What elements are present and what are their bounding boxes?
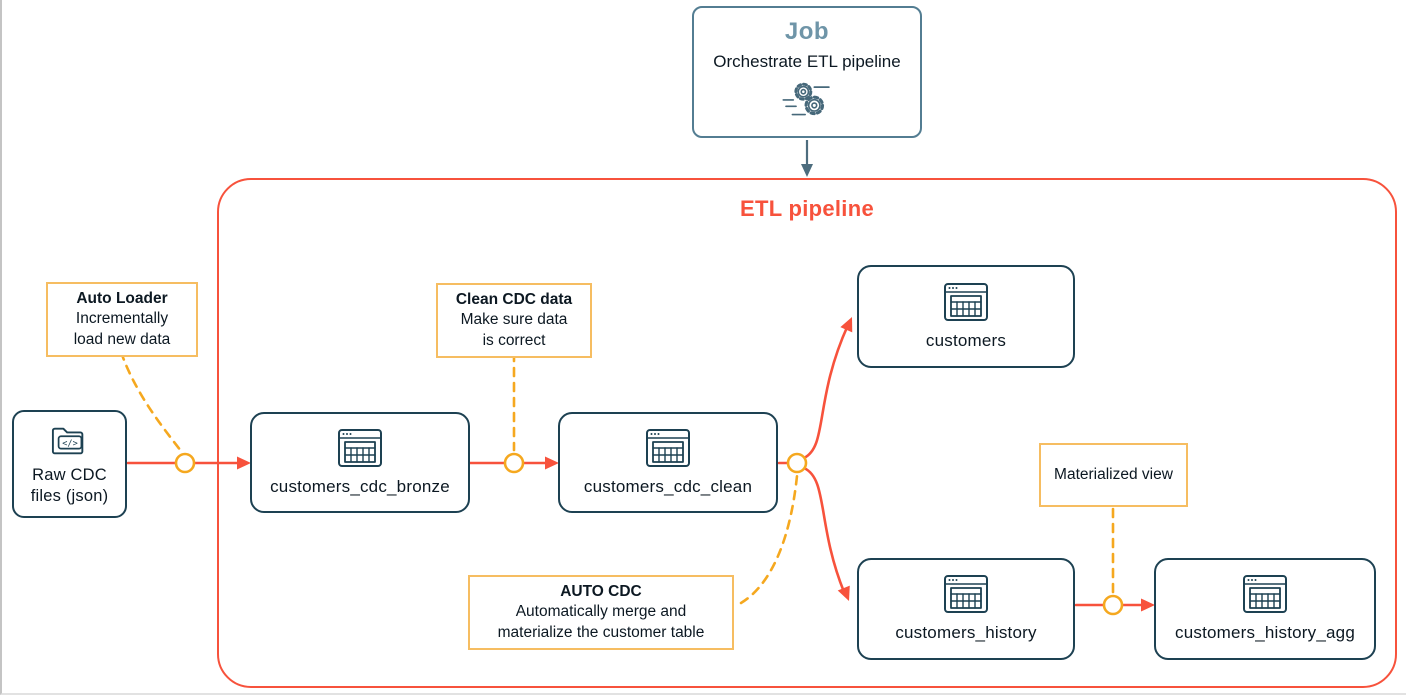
node-customers: customers bbox=[857, 265, 1075, 368]
arrowhead-history-agg bbox=[1141, 598, 1155, 612]
job-title: Job bbox=[784, 18, 830, 45]
junction-dot-auto-loader bbox=[174, 452, 196, 474]
node-customers-history-agg: customers_history_agg bbox=[1154, 558, 1376, 660]
annotation-body: Materialized view bbox=[1054, 465, 1173, 483]
node-label: customers bbox=[925, 330, 1007, 350]
job-node: Job Orchestrate ETL pipeline bbox=[692, 6, 922, 138]
link-auto-cdc bbox=[739, 474, 799, 605]
annotation-title: Auto Loader bbox=[76, 290, 168, 307]
node-label: customers_cdc_clean bbox=[583, 476, 753, 496]
node-customers-cdc-bronze: customers_cdc_bronze bbox=[250, 412, 470, 513]
arrowhead-customers bbox=[840, 317, 853, 333]
table-icon bbox=[338, 428, 382, 467]
table-icon bbox=[1243, 575, 1287, 614]
junction-dot-clean-cdc bbox=[503, 452, 525, 474]
etl-pipeline-container: ETL pipeline bbox=[217, 178, 1397, 688]
gears-icon bbox=[782, 82, 830, 116]
node-label: customers_cdc_bronze bbox=[270, 476, 450, 496]
annotation-body: Automatically merge and materialize the … bbox=[497, 603, 705, 641]
annotation-materialized-view: Materialized view bbox=[1039, 443, 1188, 507]
node-label: customers_history_agg bbox=[1175, 623, 1355, 643]
node-raw-cdc-files: </> Raw CDC files (json) bbox=[12, 410, 127, 518]
annotation-body: Incrementally load new data bbox=[73, 310, 171, 348]
table-icon bbox=[944, 282, 988, 321]
annotation-title: Clean CDC data bbox=[455, 291, 573, 308]
junction-dot-auto-cdc bbox=[786, 452, 808, 474]
arrowhead-clean bbox=[545, 456, 559, 470]
junction-dot-materialized-view bbox=[1102, 594, 1124, 616]
node-customers-history: customers_history bbox=[857, 558, 1075, 660]
table-icon bbox=[646, 428, 690, 467]
etl-pipeline-title: ETL pipeline bbox=[740, 196, 874, 221]
annotation-clean-cdc-data: Clean CDC data Make sure data is correct bbox=[436, 283, 592, 359]
annotation-title: AUTO CDC bbox=[560, 583, 642, 600]
annotation-body: Make sure data is correct bbox=[460, 311, 568, 349]
edge-junction-to-customers bbox=[802, 323, 850, 460]
svg-text:</>: </> bbox=[62, 439, 77, 449]
annotation-auto-loader: Auto Loader Incrementally load new data bbox=[46, 282, 198, 358]
annotation-auto-cdc: AUTO CDC Automatically merge and materia… bbox=[468, 575, 734, 651]
node-label: customers_history bbox=[895, 623, 1037, 643]
code-folder-icon: </> bbox=[51, 428, 83, 455]
table-icon bbox=[944, 575, 988, 614]
node-customers-cdc-clean: customers_cdc_clean bbox=[558, 412, 778, 513]
edge-junction-to-history bbox=[802, 466, 846, 594]
arrowhead-job bbox=[801, 164, 813, 177]
link-auto-loader bbox=[119, 350, 183, 453]
job-subtitle: Orchestrate ETL pipeline bbox=[713, 52, 901, 71]
arrowhead-history bbox=[837, 585, 850, 601]
arrowhead-bronze bbox=[237, 456, 251, 470]
node-label: Raw CDC files (json) bbox=[30, 466, 109, 505]
